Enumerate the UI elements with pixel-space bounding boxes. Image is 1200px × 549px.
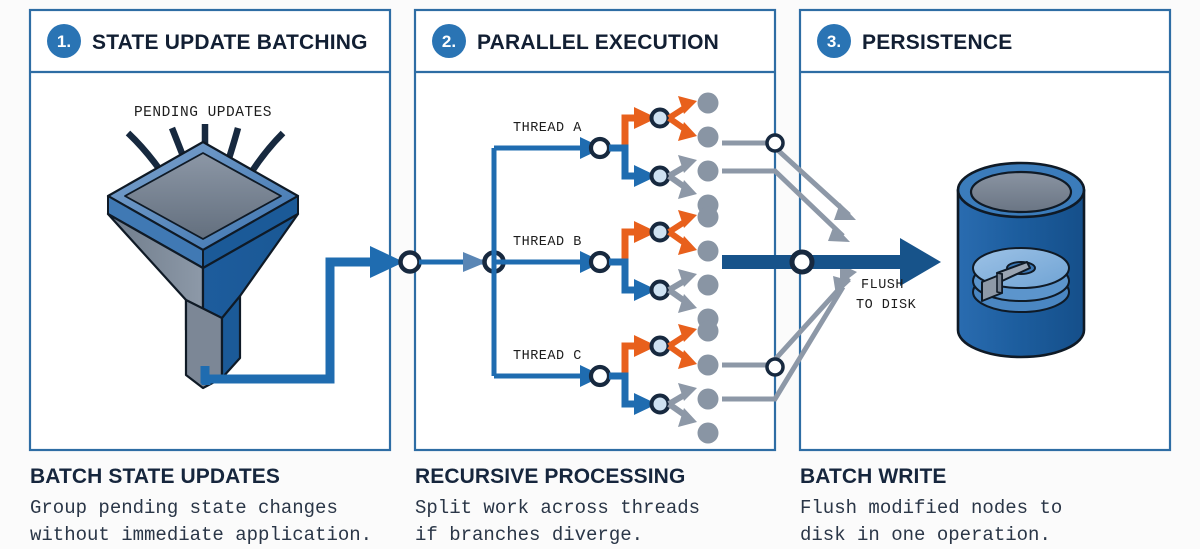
leaf-node-icon-a1 [697,92,719,114]
funnel-pipe-arrowhead [370,246,404,278]
caption-1-line-1: Group pending state changes [30,497,338,519]
pending-updates-label: PENDING UPDATES [134,105,272,121]
thread-b-branch-up-arrowhead [634,221,657,243]
thread-c-branch-down [609,372,641,408]
thread-a-leaf3-arrowhead [678,155,697,173]
flush-node-icon-top [765,133,785,153]
step-badge-3-label: 3. [827,32,841,51]
thread-c-leaf4-arrowhead [678,408,697,427]
flow-node-icon-entry [398,250,422,274]
thread-c-leaf1-arrowhead [678,324,697,342]
leaf-node-icon-c1 [697,320,719,342]
thread-b-leaf3-arrowhead [678,269,697,287]
thread-b-node-down [649,279,671,301]
thread-c-leaf3-arrowhead [678,383,697,401]
funnel-inner [124,152,282,240]
panel-persistence: 3. PERSISTENCE FLUSH TO [722,8,1172,546]
thread-b-label: THREAD B [513,235,582,250]
caption-1-heading: BATCH STATE UPDATES [30,465,280,488]
leaf-node-icon-c3 [697,388,719,410]
caption-2-heading: RECURSIVE PROCESSING [415,465,685,488]
thread-a-branch-down [609,144,641,180]
leaf-node-icon-c4 [697,422,719,444]
thread-a-branch-down-arrowhead [634,165,657,187]
thread-a-node-up [649,107,671,129]
thread-c-root-node [588,364,612,388]
thread-b-leaf4-arrowhead [678,294,697,313]
stage2-entry-arrowhead [463,252,487,272]
thread-b-branch-down [609,258,641,294]
caption-3-line-2: disk in one operation. [800,524,1051,546]
funnel-to-stage2-pipe [200,257,375,384]
panel-parallel-execution: 2. PARALLEL EXECUTION THREAD A [398,8,777,546]
thread-c-node-up [649,335,671,357]
step-badge-2-label: 2. [442,32,456,51]
caption-2-line-1: Split work across threads [415,497,700,519]
thread-a-label: THREAD A [513,121,582,136]
step-badge-2-circle [432,24,466,58]
leaf-node-icon-a3 [697,160,719,182]
thread-b-leaf1-arrowhead [678,210,697,228]
funnel-spout-right [220,294,242,380]
thread-b-group: THREAD B [494,206,719,330]
flush-node-icon-bottom [765,357,785,377]
step-badge-1-label: 1. [57,32,71,51]
panel-1-title: STATE UPDATE BATCHING [92,31,368,54]
thread-c-label: THREAD C [513,349,582,364]
thread-c-branch-up-arrowhead [634,335,657,357]
flush-connector-arrowheads [828,203,857,295]
thread-b-node-up [649,221,671,243]
leaf-node-icon-c2 [697,354,719,376]
funnel-icon [106,140,300,390]
flush-label-line-1: FLUSH [861,278,904,293]
leaf-node-icon-b2 [697,240,719,262]
db-cylinder-top-surface [969,170,1073,214]
thread-b-leaf2-arrowhead [678,236,697,255]
caption-3-heading: BATCH WRITE [800,465,947,488]
thread-c-group: THREAD C [494,320,719,444]
panel-3-title: PERSISTENCE [862,31,1012,54]
thread-c-node-down [649,393,671,415]
thread-a-leaf1-arrowhead [678,96,697,114]
thread-b-branch-down-arrowhead [634,279,657,301]
thread-a-group: THREAD A [494,92,719,216]
caption-1-line-2: without immediate application. [30,524,372,546]
leaf-node-icon-b1 [697,206,719,228]
caption-2-line-2: if branches diverge. [415,524,643,546]
step-badge-1-circle [47,24,81,58]
flush-label-line-2: TO DISK [856,298,917,313]
step-badge-3-circle [817,24,851,58]
thread-b-root-node [588,250,612,274]
thread-a-branch-up-arrowhead [634,107,657,129]
panel-state-update-batching: 1. STATE UPDATE BATCHING PENDING UPDATES [28,8,404,546]
thread-c-branch-down-arrowhead [634,393,657,415]
leaf-node-icon-a2 [697,126,719,148]
panel-2-title: PARALLEL EXECUTION [477,31,719,54]
flow-node-icon-persistence-entry [789,249,815,275]
flush-main-arrowhead [900,238,941,286]
caption-3-line-1: Flush modified nodes to [800,497,1062,519]
leaf-node-icon-b3 [697,274,719,296]
database-disk-icon [956,161,1086,359]
thread-a-root-node [588,136,612,160]
thread-a-leaf2-arrowhead [678,122,697,141]
thread-a-node-down [649,165,671,187]
thread-a-leaf4-arrowhead [678,180,697,199]
thread-c-leaf2-arrowhead [678,350,697,369]
db-disk-arm-side [996,272,1003,294]
